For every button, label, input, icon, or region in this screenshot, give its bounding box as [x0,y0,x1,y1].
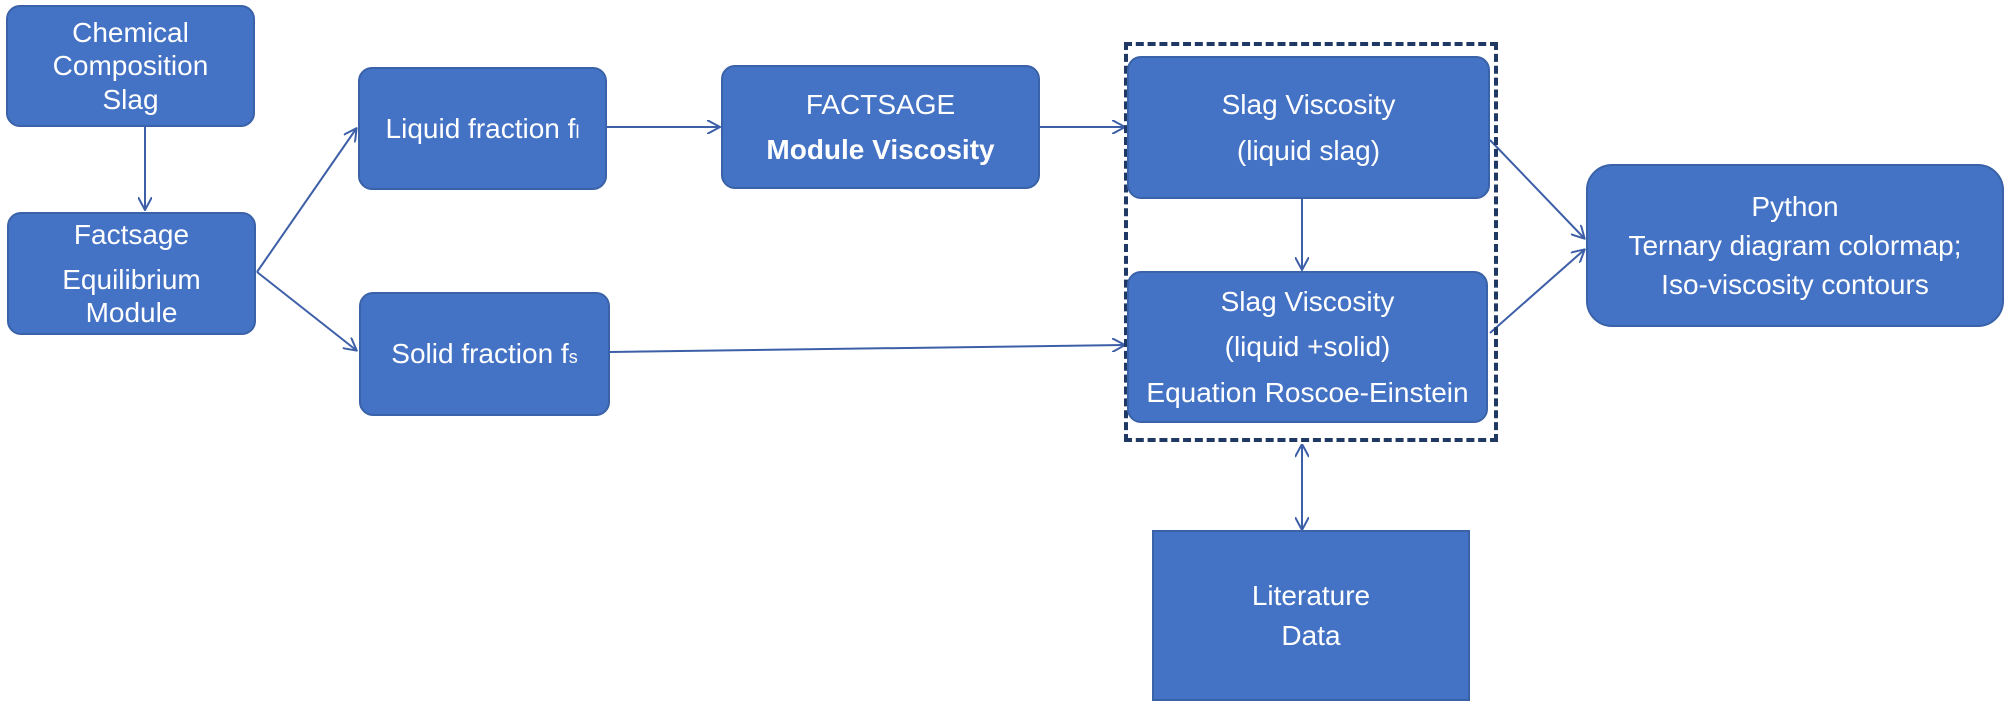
arrow-slag-liquid-to-python [1489,139,1584,238]
python-line-3: Iso-viscosity contours [1661,269,1929,301]
literature-line-2: Data [1281,619,1341,651]
factsage-equilibrium-line-1: Factsage [73,218,190,250]
literature-line-1: Literature [1251,580,1371,612]
slag-viscosity-mixed-box: Slag Viscosity (liquid +solid) Equation … [1127,271,1488,423]
chemical-composition-line-3: Slag [102,83,159,115]
slag-viscosity-group-border [1124,42,1498,442]
slag-viscosity-mixed-line-3: Equation Roscoe-Einstein [1146,376,1469,408]
liquid-fraction-label: Liquid fraction f [385,112,576,144]
arrow-equilibrium-to-liquid [256,129,356,273]
slag-viscosity-mixed-line-2: (liquid +solid) [1224,331,1391,363]
factsage-equilibrium-line-3: Module [85,297,178,329]
literature-data-box: Literature Data [1152,530,1470,701]
factsage-equilibrium-line-2: Equilibrium [62,263,201,295]
factsage-module-viscosity-box: FACTSAGE Module Viscosity [721,65,1040,189]
factsage-viscosity-line-1: FACTSAGE [805,88,956,120]
factsage-equilibrium-module-box: Factsage Equilibrium Module [7,212,256,335]
python-output-box: Python Ternary diagram colormap; Iso-vis… [1586,164,2004,327]
factsage-viscosity-line-2: Module Viscosity [766,134,995,165]
arrow-equilibrium-to-solid [256,271,356,350]
slag-viscosity-liquid-line-1: Slag Viscosity [1221,89,1396,121]
chemical-composition-line-1: Chemical [72,17,189,49]
slag-viscosity-liquid-line-2: (liquid slag) [1236,134,1381,166]
python-line-2: Ternary diagram colormap; [1628,229,1962,261]
slag-viscosity-mixed-line-1: Slag Viscosity [1220,286,1395,318]
slag-viscosity-liquid-box: Slag Viscosity (liquid slag) [1127,56,1490,199]
solid-fraction-label: Solid fraction f [391,338,569,370]
chemical-composition-line-2: Composition [52,50,209,82]
chemical-composition-slag-box: Chemical Composition Slag [6,5,255,127]
arrow-slag-mixed-to-python [1489,250,1584,334]
arrow-solid-to-slag-mixed [609,345,1124,353]
python-line-1: Python [1751,190,1839,222]
